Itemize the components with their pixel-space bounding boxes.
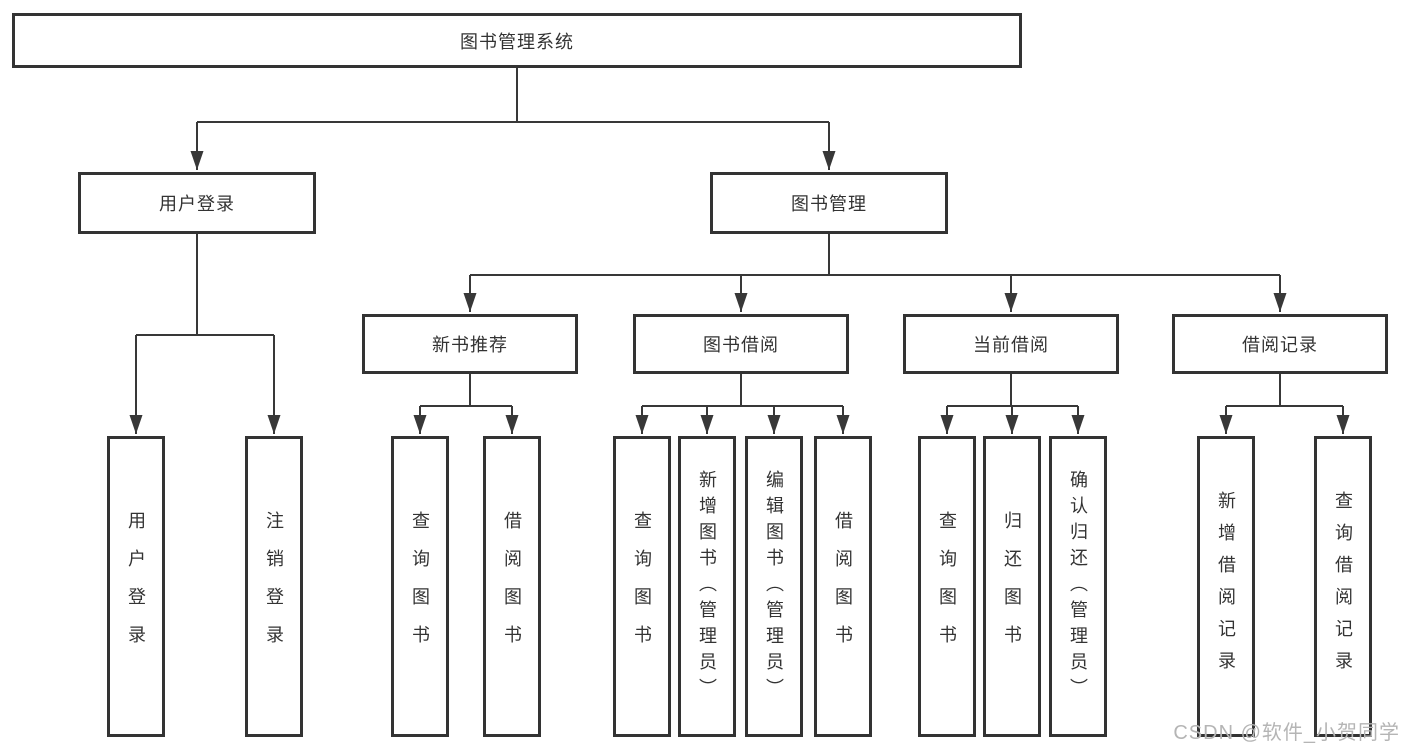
leaf-logout-label: 注销登录: [264, 510, 284, 663]
node-current-borrowing-label: 当前借阅: [973, 335, 1049, 355]
node-book-management: 图书管理: [710, 172, 948, 234]
leaf-query-books-current-label: 查询图书: [937, 510, 957, 663]
node-user-login-label: 用户登录: [159, 194, 235, 214]
leaf-query-books-borrowing: 查询图书: [613, 436, 671, 737]
leaf-return-books: 归还图书: [983, 436, 1041, 737]
node-book-borrowing: 图书借阅: [633, 314, 849, 374]
leaf-add-books-admin: 新增图书（管理员）: [678, 436, 736, 737]
leaf-return-books-label: 归还图书: [1002, 510, 1022, 663]
csdn-watermark: CSDN @软件_小贺同学: [1173, 722, 1400, 744]
node-borrow-records-label: 借阅记录: [1242, 335, 1318, 355]
leaf-add-books-admin-label: 新增图书（管理员）: [697, 469, 717, 704]
leaf-confirm-return-admin: 确认归还（管理员）: [1049, 436, 1107, 737]
node-library-system: 图书管理系统: [12, 13, 1022, 68]
leaf-add-borrow-record-label: 新增借阅记录: [1216, 490, 1236, 683]
leaf-user-login-label: 用户登录: [126, 510, 146, 663]
node-book-management-label: 图书管理: [791, 194, 867, 214]
leaf-borrow-books-borrowing: 借阅图书: [814, 436, 872, 737]
leaf-confirm-return-admin-label: 确认归还（管理员）: [1068, 469, 1088, 704]
leaf-query-books-current: 查询图书: [918, 436, 976, 737]
leaf-borrow-books-recommend: 借阅图书: [483, 436, 541, 737]
node-new-book-recommend: 新书推荐: [362, 314, 578, 374]
leaf-user-login: 用户登录: [107, 436, 165, 737]
node-borrow-records: 借阅记录: [1172, 314, 1388, 374]
leaf-query-borrow-record-label: 查询借阅记录: [1333, 490, 1353, 683]
leaf-add-borrow-record: 新增借阅记录: [1197, 436, 1255, 737]
leaf-query-books-recommend: 查询图书: [391, 436, 449, 737]
leaf-edit-books-admin: 编辑图书（管理员）: [745, 436, 803, 737]
node-new-book-recommend-label: 新书推荐: [432, 335, 508, 355]
leaf-query-books-borrowing-label: 查询图书: [632, 510, 652, 663]
leaf-query-books-recommend-label: 查询图书: [410, 510, 430, 663]
leaf-logout: 注销登录: [245, 436, 303, 737]
leaf-borrow-books-recommend-label: 借阅图书: [502, 510, 522, 663]
node-library-system-label: 图书管理系统: [460, 31, 574, 52]
node-book-borrowing-label: 图书借阅: [703, 335, 779, 355]
leaf-query-borrow-record: 查询借阅记录: [1314, 436, 1372, 737]
leaf-edit-books-admin-label: 编辑图书（管理员）: [764, 469, 784, 704]
node-user-login: 用户登录: [78, 172, 316, 234]
node-current-borrowing: 当前借阅: [903, 314, 1119, 374]
leaf-borrow-books-borrowing-label: 借阅图书: [833, 510, 853, 663]
